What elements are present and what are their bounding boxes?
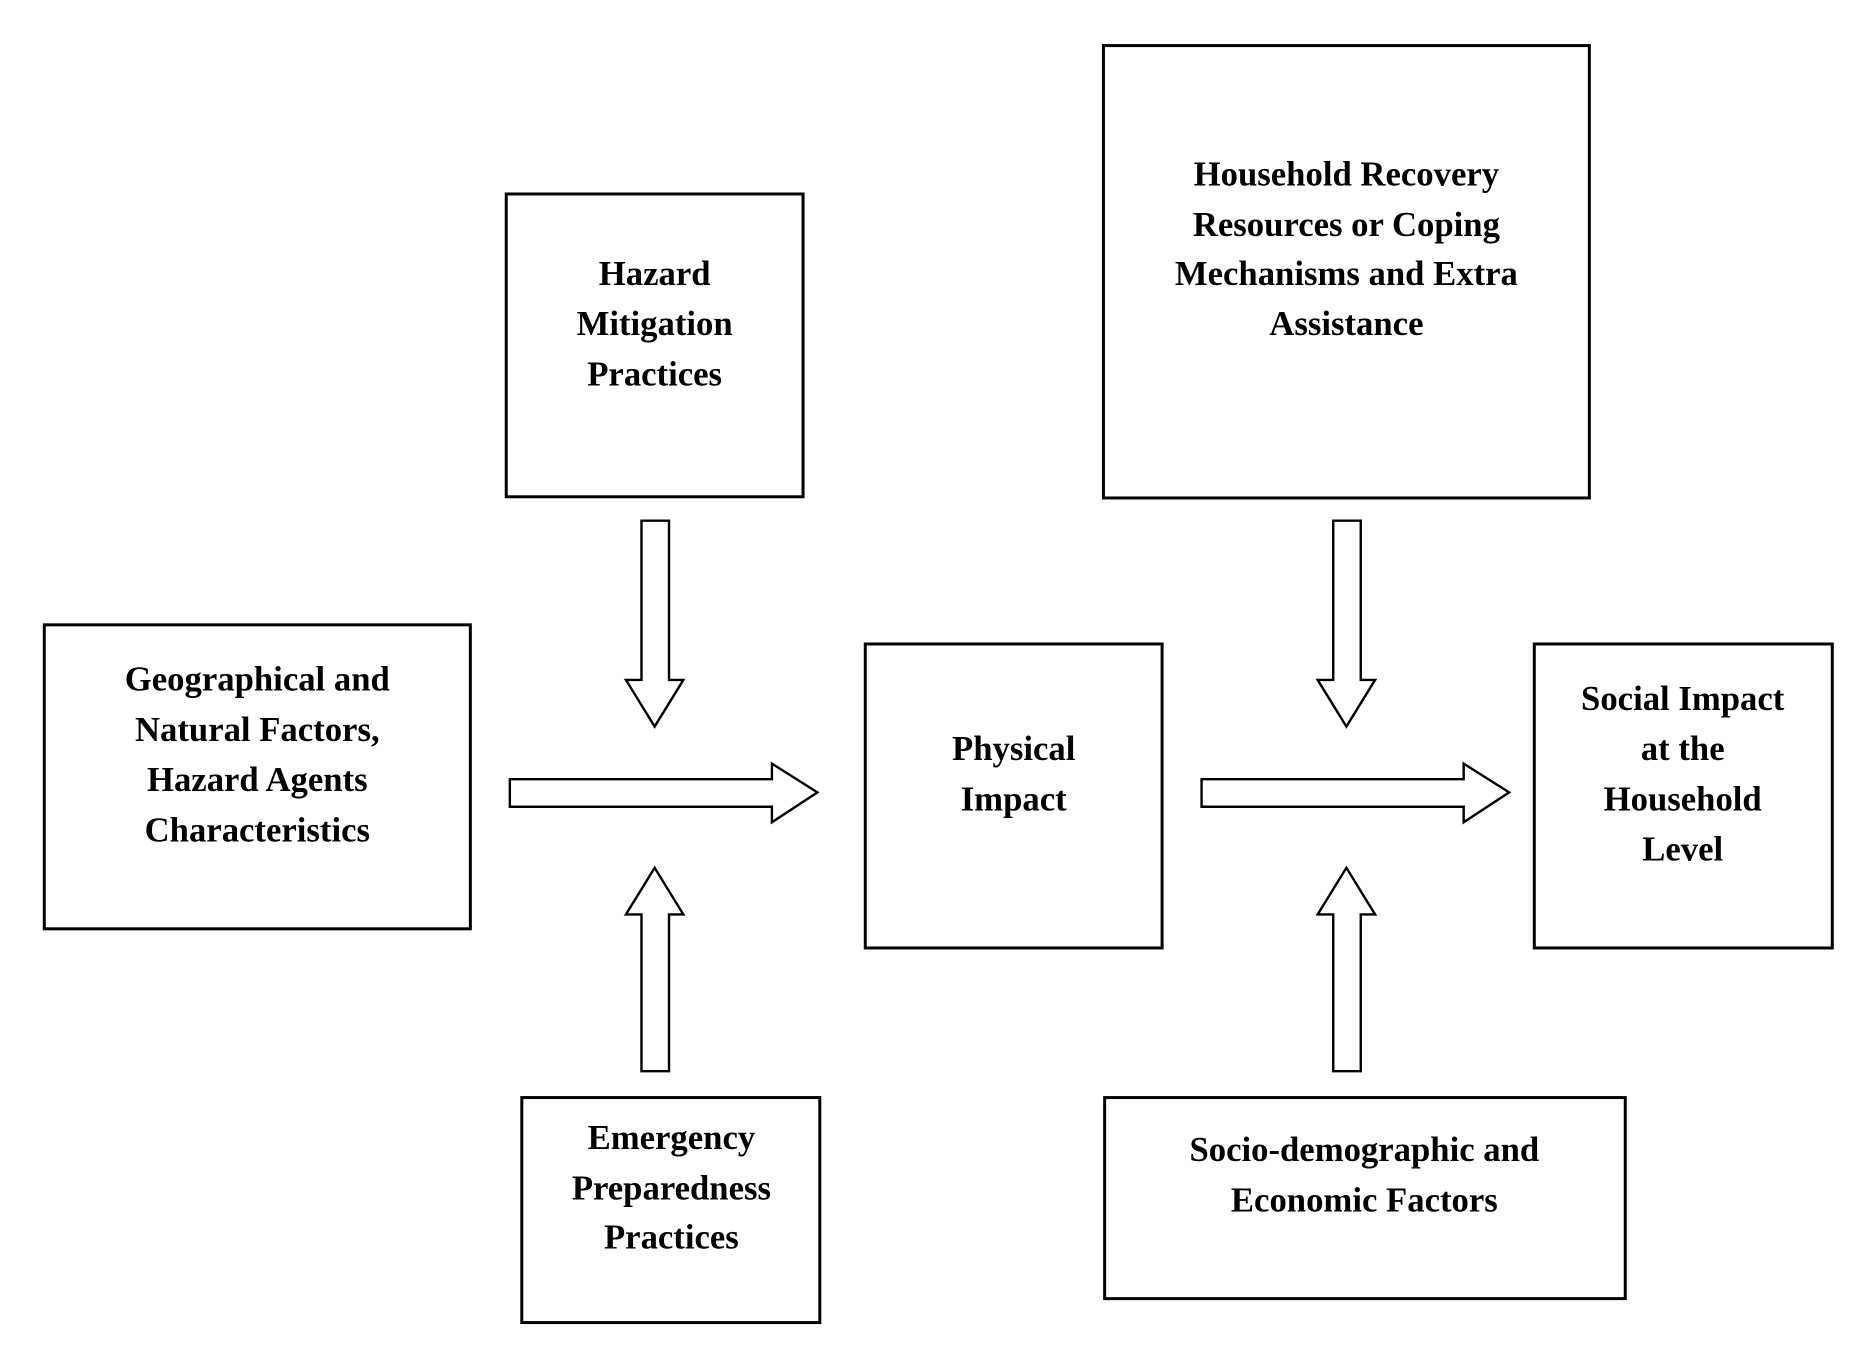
node-physical-impact: Physical Impact xyxy=(863,642,1164,950)
node-text: Hazard Agents xyxy=(147,760,368,799)
node-text: Geographical and xyxy=(125,660,390,699)
node-text: Assistance xyxy=(1269,304,1423,343)
node-text: Preparedness xyxy=(572,1168,771,1207)
node-text: Practices xyxy=(587,354,722,393)
node-socio-demographic: Socio-demographic and Economic Factors xyxy=(1103,1096,1627,1301)
node-text: Mitigation xyxy=(577,304,733,343)
arrow-up-icon xyxy=(623,865,686,1073)
node-text: Practices xyxy=(604,1217,739,1256)
node-text: Resources or Coping xyxy=(1193,205,1500,244)
node-text: Mechanisms and Extra xyxy=(1175,254,1518,293)
node-text: Economic Factors xyxy=(1231,1180,1498,1219)
arrow-up-icon xyxy=(1315,865,1378,1073)
node-text: Household Recovery xyxy=(1194,155,1499,194)
node-text: Level xyxy=(1642,830,1723,869)
node-text: Socio-demographic and xyxy=(1189,1130,1539,1169)
arrow-right-icon xyxy=(1200,761,1512,825)
arrow-down-icon xyxy=(623,519,686,729)
arrow-down-icon xyxy=(1315,519,1378,729)
arrow-right-icon xyxy=(508,761,820,825)
node-emergency-preparedness: Emergency Preparedness Practices xyxy=(520,1096,822,1325)
node-text: Social Impact xyxy=(1581,679,1785,718)
node-text: Impact xyxy=(961,779,1067,818)
node-household-recovery: Household Recovery Resources or Coping M… xyxy=(1101,44,1591,500)
node-text: Hazard xyxy=(599,254,711,293)
node-text: Physical xyxy=(952,729,1076,768)
node-text: Natural Factors, xyxy=(135,710,380,749)
node-text: Emergency xyxy=(588,1118,756,1157)
node-social-impact: Social Impact at the Household Level xyxy=(1532,642,1834,950)
node-text: Characteristics xyxy=(145,810,370,849)
node-text: at the xyxy=(1641,729,1725,768)
node-hazard-mitigation: Hazard Mitigation Practices xyxy=(504,192,805,499)
node-geographical-factors: Geographical and Natural Factors, Hazard… xyxy=(42,623,472,931)
node-text: Household xyxy=(1604,779,1762,818)
